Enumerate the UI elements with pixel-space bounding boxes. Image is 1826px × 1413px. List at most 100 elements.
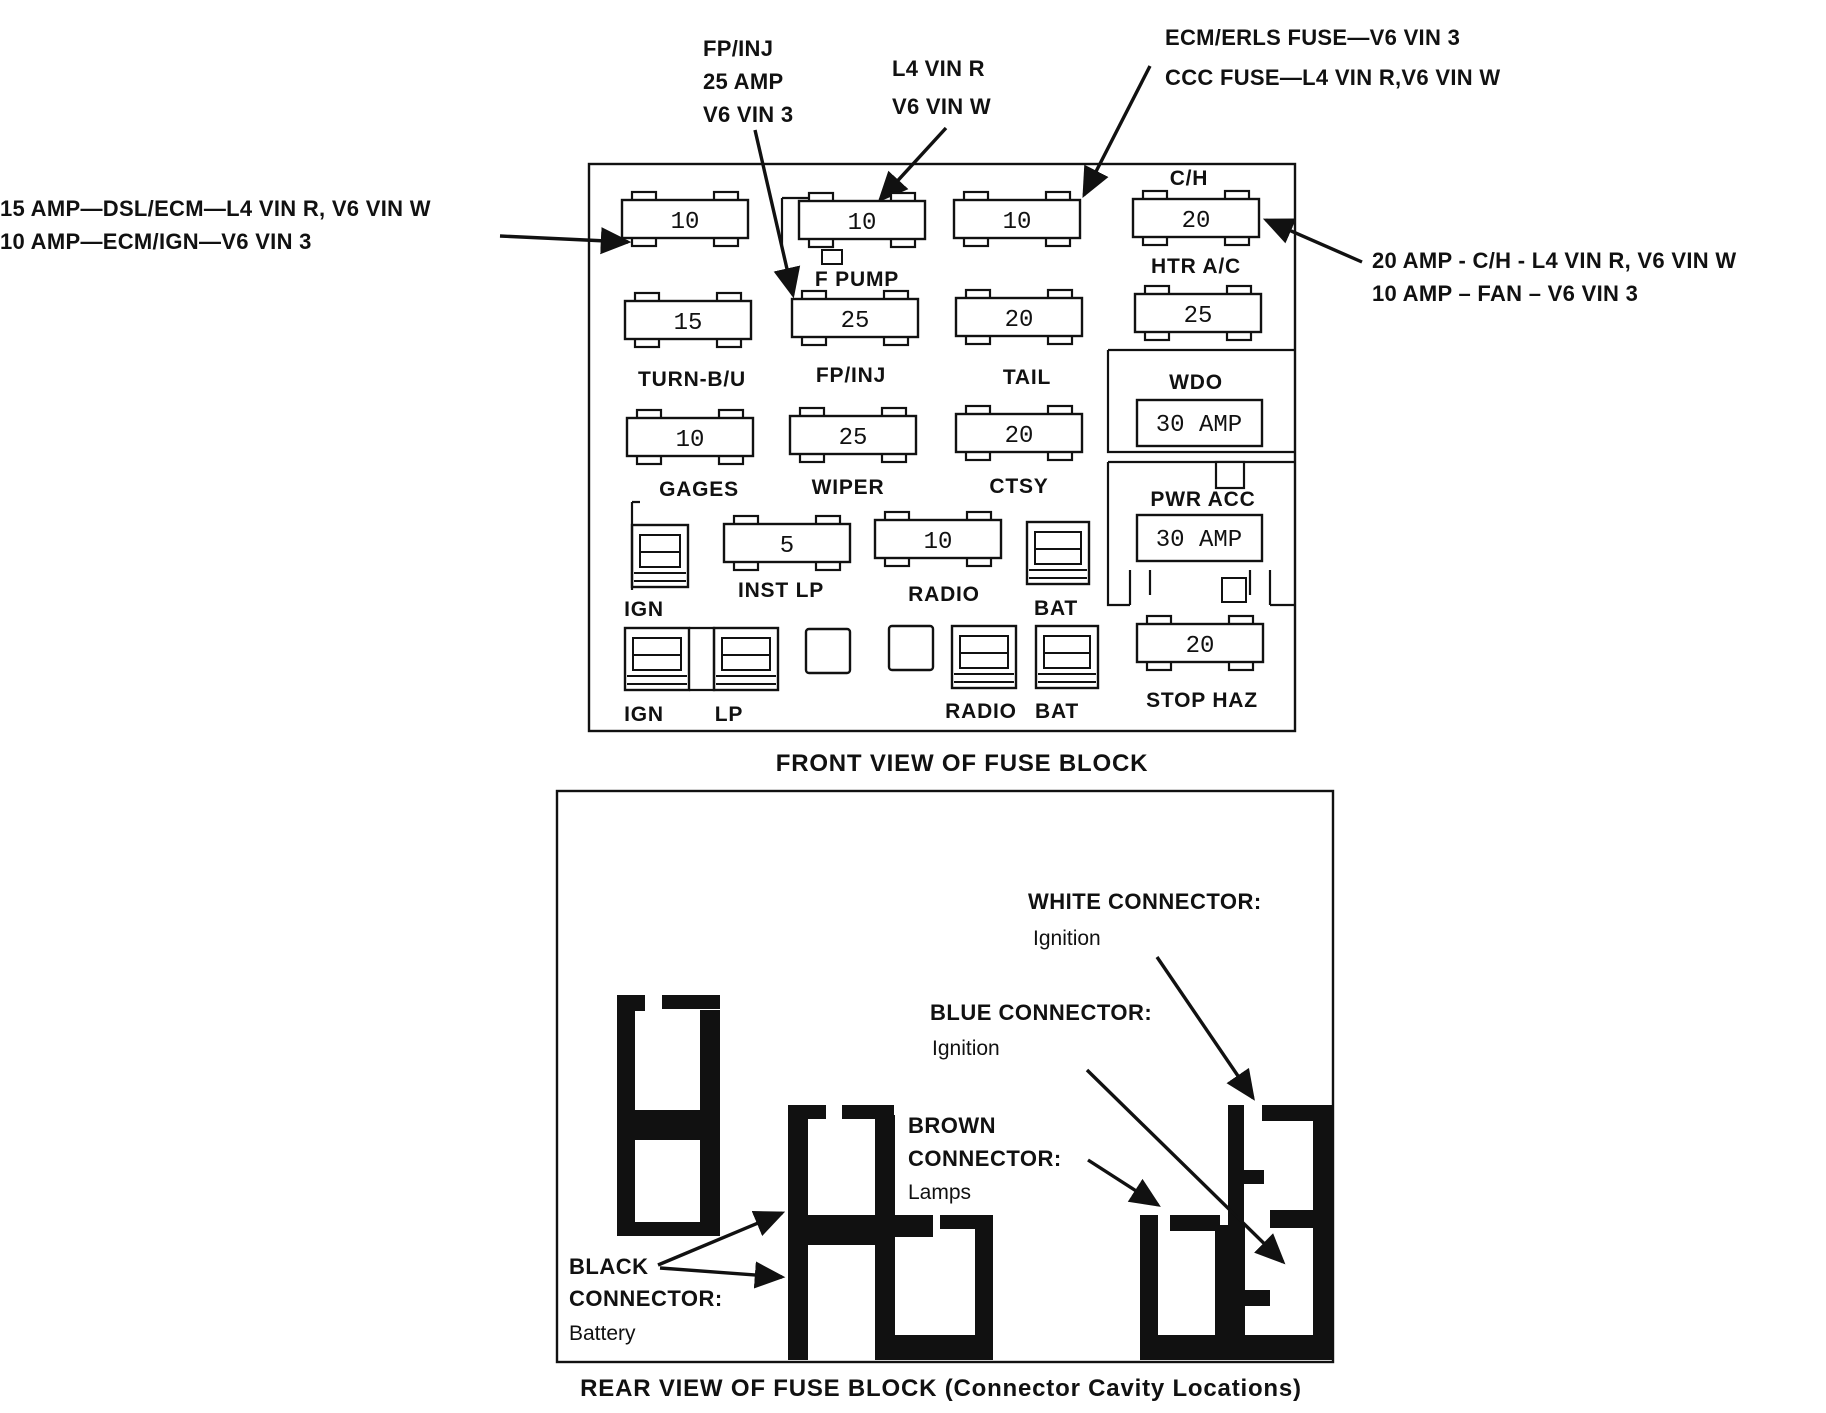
ign-bracket xyxy=(630,500,640,590)
fuse-value: 10 xyxy=(671,209,700,236)
cavity-white-post-a xyxy=(1228,1105,1244,1225)
black-connector-label-1: BLACK xyxy=(569,1254,649,1279)
fuse-body xyxy=(1133,292,1263,334)
brown-connector-sub: Lamps xyxy=(908,1181,971,1204)
fuse-value: 25 xyxy=(1184,303,1213,330)
arrow-black-connector-a xyxy=(657,1210,786,1267)
label-tail: TAIL xyxy=(1003,366,1051,389)
cavity-left-base xyxy=(617,1222,720,1236)
fuse-r3c1: 10 xyxy=(625,408,755,466)
callout-l4-line1: L4 VIN R xyxy=(892,56,985,81)
arrow-fpinj xyxy=(753,129,801,299)
fuse-body xyxy=(623,299,753,341)
cavity-black-post-b xyxy=(875,1115,895,1360)
fuse-body xyxy=(873,518,1003,560)
cavity-blue-white-connector xyxy=(1140,1105,1333,1360)
fuse-r3c3: 20 xyxy=(954,404,1084,462)
fuse-value: 5 xyxy=(780,533,794,560)
callout-left-line2: 10 AMP—ECM/IGN—V6 VIN 3 xyxy=(0,229,312,254)
label-bat-lower: BAT xyxy=(1035,700,1079,723)
cavity-black-connector xyxy=(788,1105,993,1360)
label-ctsy: CTSY xyxy=(989,475,1048,498)
black-connector-sub: Battery xyxy=(569,1322,636,1345)
fuse-inst: 5 xyxy=(722,514,852,572)
fuse-value: 15 xyxy=(674,310,703,337)
cavity-left-tall xyxy=(617,995,720,1236)
fpump-relay-tab xyxy=(821,249,843,265)
callout-right-line2: 10 AMP – FAN – V6 VIN 3 xyxy=(1372,281,1638,306)
callout-ecm-line1: ECM/ERLS FUSE—V6 VIN 3 xyxy=(1165,25,1460,50)
socket-ign-lower xyxy=(623,626,691,692)
arrow-white-connector xyxy=(1155,956,1255,1101)
arrow-right xyxy=(1262,218,1363,264)
white-connector-label: WHITE CONNECTOR: xyxy=(1028,889,1262,914)
callout-ecm: ECM/ERLS FUSE—V6 VIN 3 CCC FUSE—L4 VIN R… xyxy=(1165,25,1500,90)
socket-ign-upper xyxy=(630,523,690,589)
callout-fpinj-line2: 25 AMP xyxy=(703,69,783,94)
brown-connector-label-1: BROWN xyxy=(908,1113,996,1138)
pwr-acc-bracket xyxy=(1128,570,1272,605)
cavity-black-post-a xyxy=(788,1105,808,1360)
fuse-body xyxy=(790,297,920,339)
label-wiper: WIPER xyxy=(812,476,885,499)
front-view-caption: FRONT VIEW OF FUSE BLOCK xyxy=(776,750,1149,777)
cavity-blue-block xyxy=(1215,1225,1245,1335)
fuse-value: 20 xyxy=(1186,633,1215,660)
socket-radio-lower xyxy=(950,624,1018,690)
fuse-body xyxy=(1135,622,1265,664)
cavity-blue-tab xyxy=(1245,1290,1270,1306)
callout-l4-line2: V6 VIN W xyxy=(892,94,991,119)
label-radio-lower: RADIO xyxy=(945,700,1017,723)
arrow-left xyxy=(499,227,632,255)
pwr-acc-tab xyxy=(1214,460,1246,490)
fuse-value: 25 xyxy=(841,308,870,335)
cavity-white-post-b xyxy=(1313,1105,1333,1360)
label-lp: LP xyxy=(715,703,743,726)
fuse-radio: 10 xyxy=(873,510,1003,568)
label-turn-bu: TURN-B/U xyxy=(638,368,746,391)
cavity-white-tab xyxy=(1242,1170,1264,1184)
cavity-left-bridge xyxy=(635,1110,700,1140)
fuse-r3c2: 25 xyxy=(788,406,918,464)
label-fpinj: FP/INJ xyxy=(816,364,886,387)
label-radio-upper: RADIO xyxy=(908,583,980,606)
wdo-circuit-breaker xyxy=(1135,398,1264,448)
cavity-left-post-a xyxy=(617,995,635,1235)
fuse-value: 10 xyxy=(1003,209,1032,236)
front-fuse-block-outline xyxy=(587,162,1297,733)
label-gages: GAGES xyxy=(659,478,739,501)
label-ign-upper: IGN xyxy=(624,598,664,621)
fuse-body xyxy=(1131,197,1261,239)
fpump-bracket xyxy=(780,196,810,245)
callout-right-line1: 20 AMP - C/H - L4 VIN R, V6 VIN W xyxy=(1372,248,1736,273)
socket-bat-lower xyxy=(1034,624,1100,690)
white-connector-sub: Ignition xyxy=(1033,927,1101,950)
cavity-left-top-b xyxy=(662,995,720,1009)
small-socket-1 xyxy=(804,627,852,675)
fuse-value: 10 xyxy=(848,210,877,237)
label-stop-haz: STOP HAZ xyxy=(1146,689,1258,712)
cavity-black-top-a xyxy=(788,1105,826,1119)
small-socket-2 xyxy=(887,624,935,672)
blue-connector-sub: Ignition xyxy=(932,1037,1000,1060)
arrow-blue-connector xyxy=(1085,1068,1286,1265)
fuse-r1c2: 10 xyxy=(797,191,927,249)
label-htr-ac: HTR A/C xyxy=(1151,255,1241,278)
fuse-value: 20 xyxy=(1182,208,1211,235)
arrow-black-connector-b xyxy=(659,1261,786,1289)
cavity-black-side xyxy=(893,1215,933,1237)
label-wdo: WDO xyxy=(1169,371,1223,394)
cavity-black-bridge xyxy=(808,1215,875,1245)
fuse-value: 10 xyxy=(676,427,705,454)
rear-view-caption: REAR VIEW OF FUSE BLOCK (Connector Cavit… xyxy=(580,1375,1302,1402)
fuse-body xyxy=(954,296,1084,338)
socket-lp xyxy=(712,626,780,692)
label-inst-lp: INST LP xyxy=(738,579,824,602)
pwr-acc-breaker-value: 30 AMP xyxy=(1156,527,1242,554)
fuse-r1c1: 10 xyxy=(620,190,750,248)
blue-connector-label: BLUE CONNECTOR: xyxy=(930,1000,1152,1025)
pwr-acc-circuit-breaker xyxy=(1135,513,1264,563)
fuse-r2c2: 25 xyxy=(790,289,920,347)
callout-left-line1: 15 AMP—DSL/ECM—L4 VIN R, V6 VIN W xyxy=(0,196,431,221)
